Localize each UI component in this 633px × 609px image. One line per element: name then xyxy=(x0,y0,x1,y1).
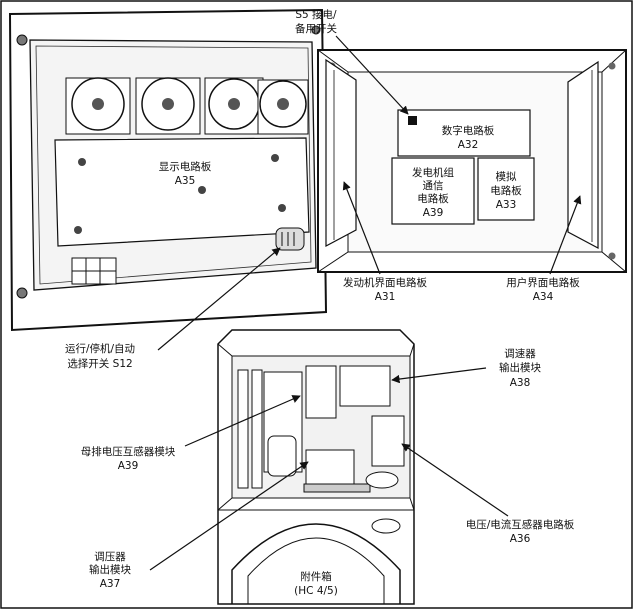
a39-module-name: 母排电压互感器模块 xyxy=(81,445,176,458)
accessory-box-name: 附件箱 xyxy=(300,570,332,583)
accessory-box xyxy=(217,329,415,605)
a39-module-code: A39 xyxy=(118,460,139,472)
a35-code: A35 xyxy=(175,175,196,187)
connector-block xyxy=(71,257,117,285)
a32-code: A32 xyxy=(458,139,479,151)
s12-line1: 运行/停机/自动 xyxy=(65,342,135,355)
a32-name: 数字电路板 xyxy=(442,124,495,137)
a35-name: 显示电路板 xyxy=(159,160,212,173)
s5-leader xyxy=(335,35,409,115)
a37-code: A37 xyxy=(100,578,121,590)
a37-line2: 输出模块 xyxy=(89,563,131,576)
selector-switch-s12 xyxy=(275,227,305,251)
a36-code: A36 xyxy=(510,533,531,545)
s12-line2: 选择开关 S12 xyxy=(67,357,132,370)
s5-label-line2: 备用开关 xyxy=(295,22,337,35)
a37-line1: 调压器 xyxy=(94,551,126,563)
a37-leader xyxy=(149,461,309,571)
a38-code: A38 xyxy=(510,377,531,389)
engine-interface-board-a31 xyxy=(325,58,357,247)
a38-leader xyxy=(391,367,487,384)
a31-name: 发动机界面电路板 xyxy=(343,276,427,289)
display-board-a35: 显示电路板 A35 xyxy=(54,137,310,247)
a31-leader xyxy=(342,181,381,275)
genset-comm-board-a39: 发电机组 通信 电路板 A39 xyxy=(391,157,475,225)
accessory-box-model: (HC 4/5) xyxy=(294,585,338,597)
s12-leader xyxy=(157,247,281,351)
a31-code: A31 xyxy=(375,291,396,303)
a38-line1: 调速器 xyxy=(504,348,536,360)
a39-panel-line2: 通信 xyxy=(423,180,444,192)
a34-code: A34 xyxy=(533,291,554,303)
analog-board-a33: 模拟 电路板 A33 xyxy=(477,157,535,221)
a34-name: 用户界面电路板 xyxy=(506,276,580,289)
a39-panel-line3: 电路板 xyxy=(417,192,449,205)
digital-board-a32: 数字电路板 A32 xyxy=(397,109,531,157)
a39-module-leader xyxy=(184,395,301,447)
a36-name: 电压/电流互感器电路板 xyxy=(466,518,575,531)
a39-panel-code: A39 xyxy=(423,207,444,219)
a39-panel-line1: 发电机组 xyxy=(412,166,454,179)
s5-label-line1: S5 接电/ xyxy=(295,8,337,21)
a36-leader xyxy=(401,443,509,517)
a34-leader xyxy=(549,195,582,275)
meter-gauges xyxy=(65,77,309,135)
a33-code: A33 xyxy=(496,199,517,211)
user-interface-board-a34 xyxy=(567,60,599,249)
a33-line2: 电路板 xyxy=(490,184,522,197)
a38-line2: 输出模块 xyxy=(499,361,541,374)
a33-line1: 模拟 xyxy=(496,170,517,183)
